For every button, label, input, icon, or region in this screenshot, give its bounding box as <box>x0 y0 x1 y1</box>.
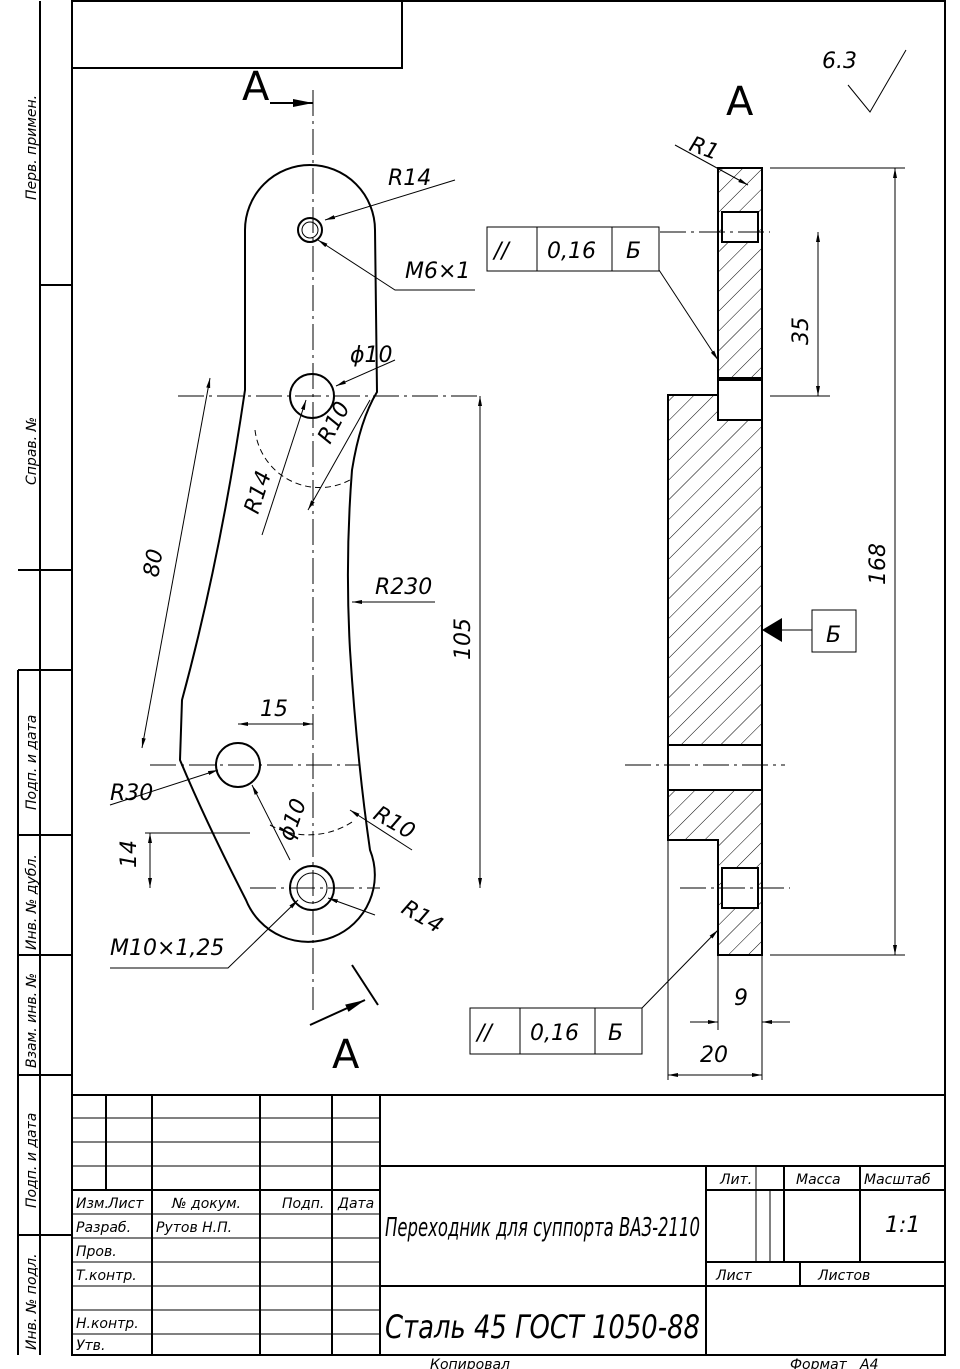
tb-material: Сталь 45 ГОСТ 1050-88 <box>385 1308 700 1346</box>
stamp-inv-dubl: Инв. № дубл. <box>24 854 40 950</box>
part-outline <box>178 164 379 943</box>
svg-text:Б: Б <box>626 239 641 264</box>
svg-text:0,16: 0,16 <box>547 239 596 264</box>
footer-format-label: Формат <box>790 1357 848 1369</box>
section-upper <box>717 167 763 379</box>
footer-format: А4 <box>859 1357 878 1369</box>
tb-prov: Пров. <box>76 1244 117 1260</box>
tb-nkontr: Н.контр. <box>76 1316 139 1332</box>
datum-triangle <box>762 618 782 642</box>
section-label-top: А <box>242 64 270 110</box>
datum-letter: Б <box>826 623 841 648</box>
dim-r14-bottom: R14 <box>397 896 447 939</box>
dim-80: 80 <box>139 547 168 579</box>
section-label-right: А <box>726 79 754 125</box>
dim-m10: M10×1,25 <box>110 936 224 961</box>
section-label-bottom: А <box>332 1032 360 1078</box>
dim-r230: R230 <box>375 575 432 600</box>
footer: Копировал Формат А4 <box>430 1357 878 1369</box>
stamp-podp-data-1: Подп. и дата <box>24 715 40 810</box>
dim-d10-top: ϕ10 <box>350 343 393 368</box>
svg-text:0,16: 0,16 <box>530 1021 579 1046</box>
svg-text://: // <box>492 239 511 264</box>
tb-date: Дата <box>337 1196 374 1212</box>
dim-15: 15 <box>260 697 288 722</box>
tolerance-frame-bottom: // 0,16 Б <box>469 929 719 1055</box>
footer-copied: Копировал <box>430 1357 510 1369</box>
top-left-box <box>71 0 403 69</box>
tb-sheets: Листов <box>817 1268 870 1284</box>
section-main <box>667 394 763 746</box>
stamp-perv-primen: Перв. примен. <box>24 95 40 200</box>
hole-d10-top <box>289 373 335 419</box>
dim-168: 168 <box>866 543 891 585</box>
stamp-vzam-inv: Взам. инв. № <box>24 973 40 1068</box>
section-view: А R1 168 35 9 20 Б <box>469 79 905 1080</box>
stamp-podp-data-2: Подп. и дата <box>24 1113 40 1208</box>
roughness-value: 6.3 <box>822 49 857 74</box>
dim-m6: M6×1 <box>405 259 470 284</box>
hole-d10-bottom <box>215 742 261 788</box>
tb-tkontr: Т.контр. <box>76 1268 137 1284</box>
dim-14: 14 <box>117 840 142 868</box>
tb-list: Лист <box>107 1196 144 1212</box>
title-block: Изм. Лист № докум. Подп. Дата Разраб. Ру… <box>72 1094 945 1355</box>
dim-r30: R30 <box>110 781 153 806</box>
tb-doc: № докум. <box>171 1196 241 1212</box>
front-view: R14 M6×1 ϕ10 R10 R14 80 R230 105 15 R30 … <box>109 64 482 1078</box>
tb-utv: Утв. <box>76 1338 105 1354</box>
stamp-inv-podl: Инв. № подл. <box>24 1253 40 1350</box>
tb-razrab: Разраб. <box>76 1220 131 1236</box>
tb-sign: Подп. <box>282 1196 324 1212</box>
drawing-frame <box>17 0 946 1356</box>
tb-lit: Лит. <box>719 1172 752 1188</box>
tb-sheet: Лист <box>715 1268 752 1284</box>
side-stamps: Перв. примен. Справ. № Подп. и дата Инв.… <box>24 95 40 1350</box>
tb-mass: Масса <box>796 1172 841 1188</box>
dim-9: 9 <box>734 986 748 1011</box>
tolerance-frame-top: // 0,16 Б <box>486 226 719 361</box>
dim-105: 105 <box>451 618 476 660</box>
dim-35: 35 <box>789 317 814 345</box>
svg-text://: // <box>475 1021 494 1046</box>
dim-r10-top: R10 <box>313 398 355 448</box>
svg-text:Б: Б <box>608 1021 623 1046</box>
dim-r1: R1 <box>686 132 722 166</box>
roughness-mark: 6.3 <box>822 49 907 113</box>
dim-r14-mid: R14 <box>240 468 277 517</box>
datum-box <box>811 609 857 653</box>
hole-m10 <box>289 865 335 911</box>
dim-20: 20 <box>700 1043 728 1068</box>
tb-title: Переходник для суппорта ВАЗ-2110 <box>385 1213 700 1243</box>
tb-izm: Изм. <box>76 1196 109 1212</box>
dim-r14-top: R14 <box>388 166 431 191</box>
tb-developer: Рутов Н.П. <box>156 1220 232 1236</box>
tb-scale: 1:1 <box>885 1213 920 1238</box>
tb-scale-label: Масштаб <box>864 1172 931 1188</box>
dim-d10-bottom: ϕ10 <box>274 796 312 845</box>
hole-m6 <box>297 217 323 243</box>
stamp-sprav: Справ. № <box>24 417 40 485</box>
